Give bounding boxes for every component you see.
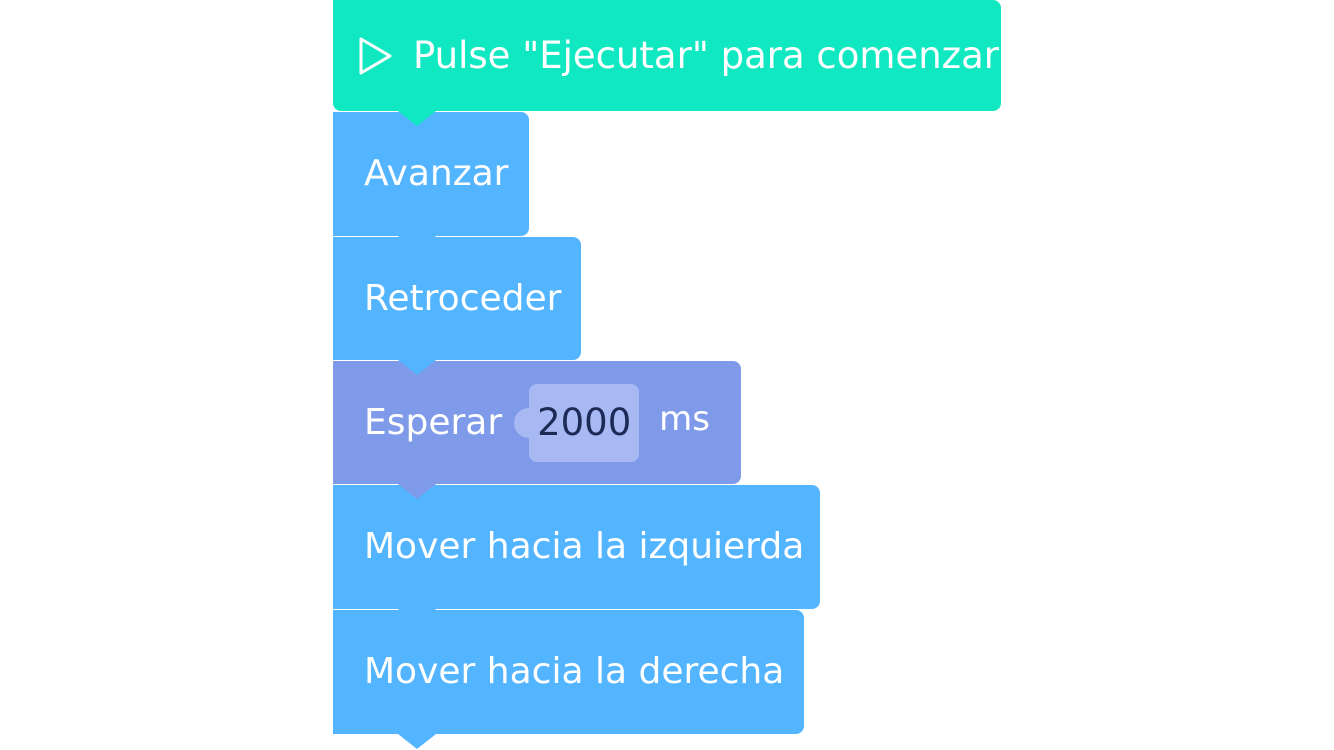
block-connector: [398, 734, 436, 749]
move-right-block[interactable]: Mover hacia la derecha: [333, 610, 804, 734]
wait-block[interactable]: Esperar 2000 ms: [333, 361, 741, 484]
wait-label: Esperar: [364, 401, 503, 443]
play-icon: [355, 36, 395, 76]
start-block[interactable]: Pulse "Ejecutar" para comenzar: [333, 0, 1001, 111]
move-backward-block[interactable]: Retroceder: [333, 237, 581, 360]
move-backward-label: Retroceder: [364, 277, 562, 319]
move-forward-label: Avanzar: [364, 153, 509, 194]
move-forward-block[interactable]: Avanzar: [333, 112, 529, 236]
move-left-block[interactable]: Mover hacia la izquierda: [333, 485, 820, 609]
move-left-label: Mover hacia la izquierda: [364, 526, 805, 567]
wait-duration-input[interactable]: 2000: [529, 383, 640, 462]
wait-duration-field: 2000: [514, 383, 640, 462]
start-block-label: Pulse "Ejecutar" para comenzar: [413, 34, 999, 77]
move-right-label: Mover hacia la derecha: [364, 651, 785, 692]
wait-unit-label: ms: [659, 398, 711, 439]
